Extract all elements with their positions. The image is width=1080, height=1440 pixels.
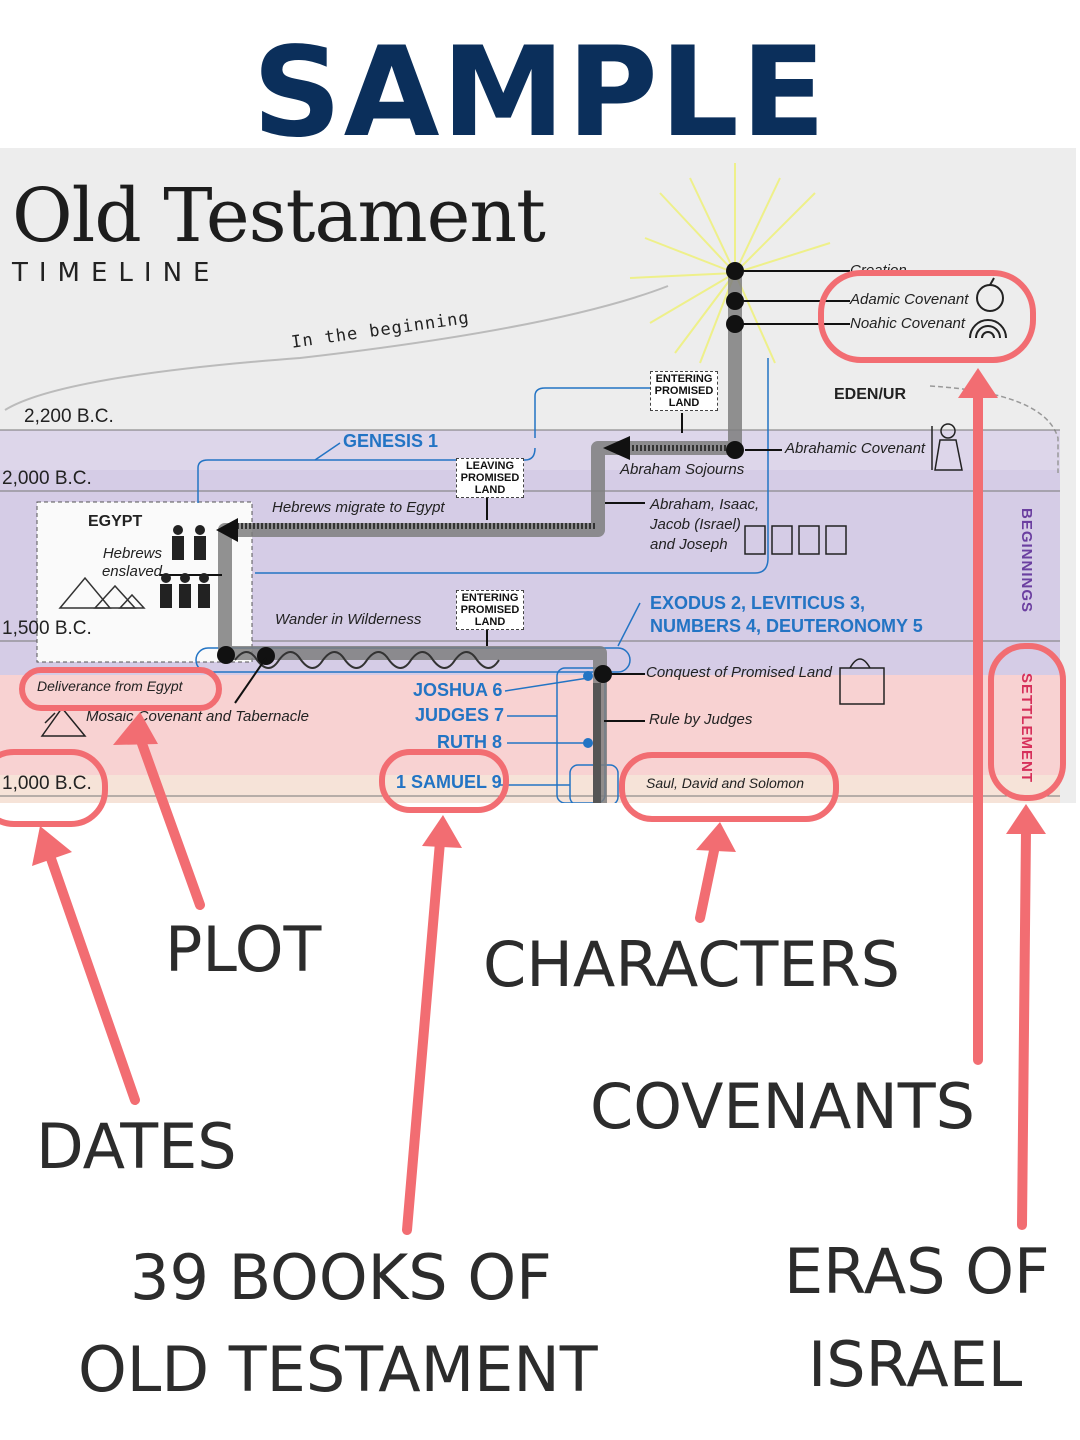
oval-kings	[619, 752, 839, 822]
label-adamic: Adamic Covenant	[850, 291, 969, 308]
kings-band	[0, 775, 1060, 803]
place-eden-ur: EDEN/UR	[834, 386, 907, 403]
rainbow-icon	[969, 319, 1007, 339]
arrow-dates	[43, 845, 140, 1105]
label-eras-line2: ISRAEL	[808, 1328, 1023, 1401]
era-beginnings: BEGINNINGS	[1018, 508, 1035, 614]
timeline-drawing	[0, 163, 1060, 803]
place-egypt: EGYPT	[88, 513, 143, 530]
label-characters: CHARACTERS	[483, 928, 900, 1001]
sample-heading: SAMPLE	[252, 21, 828, 165]
timeline-image: Old Testament TIMELINE In the beginning …	[0, 148, 1076, 803]
abraham-figure-icon	[931, 423, 963, 471]
oval-covenants	[818, 270, 1036, 363]
timeline-subtitle: TIMELINE	[12, 258, 221, 288]
label-covenants: COVENANTS	[590, 1070, 975, 1143]
arrowhead-characters	[696, 822, 736, 852]
label-wander: Wander in Wilderness	[275, 611, 422, 628]
label-kings: Saul, David and Solomon	[646, 775, 804, 791]
city-fire-icon	[839, 658, 885, 705]
date-2200: 2,200 B.C.	[24, 406, 114, 427]
arrow-plot	[135, 733, 205, 910]
label-books-line2: OLD TESTAMENT	[78, 1333, 598, 1406]
oval-settlement	[988, 643, 1066, 801]
date-2000: 2,000 B.C.	[2, 468, 92, 489]
date-1000: 1,000 B.C.	[2, 773, 92, 794]
apple-icon	[976, 277, 1004, 312]
label-dates: DATES	[36, 1110, 237, 1183]
book-ruth: RUTH 8	[437, 732, 503, 752]
oval-samuel	[379, 749, 509, 813]
patriarchs-icon	[744, 525, 847, 555]
era-settlement: SETTLEMENT	[1018, 673, 1035, 783]
arrowhead-books	[422, 815, 462, 848]
label-conquest: Conquest of Promised Land	[646, 664, 832, 681]
label-hebrews-migrate: Hebrews migrate to Egypt	[272, 499, 445, 516]
oval-date	[0, 749, 108, 827]
label-abrahamic: Abrahamic Covenant	[785, 440, 926, 457]
date-1500: 1,500 B.C.	[2, 618, 92, 639]
label-noahic: Noahic Covenant	[850, 315, 966, 332]
label-plot: PLOT	[165, 913, 322, 986]
book-genesis: GENESIS 1	[343, 431, 439, 451]
label-abraham-sojourns: Abraham Sojourns	[620, 461, 745, 478]
enslaved-people-icon	[160, 525, 210, 608]
arrowhead-plot	[113, 712, 158, 745]
book-joshua: JOSHUA 6	[413, 680, 503, 700]
box-leaving-promised-land: LEAVING PROMISED LAND	[456, 458, 524, 498]
pyramids-icon	[58, 576, 146, 609]
label-hebrews-enslaved: Hebrews enslaved	[101, 545, 162, 580]
timeline-title: Old Testament	[12, 173, 546, 259]
box-entering-promised-land-2: ENTERING PROMISED LAND	[456, 590, 524, 630]
arrowhead-covenants	[958, 368, 998, 398]
label-books-line1: 39 BOOKS OF	[130, 1241, 552, 1314]
top-band	[0, 430, 1060, 470]
arrowhead-dates	[32, 826, 72, 866]
arrow-characters	[695, 841, 720, 923]
oval-deliverance	[19, 667, 222, 711]
label-rule-judges: Rule by Judges	[649, 711, 753, 728]
box-entering-promised-land-1: ENTERING PROMISED LAND	[650, 371, 718, 411]
label-deliverance: Deliverance from Egypt	[37, 678, 183, 694]
book-1-samuel: 1 SAMUEL 9	[396, 772, 502, 792]
arrow-books	[402, 837, 445, 1235]
label-patriarchs: Abraham, Isaac, Jacob (Israel) and Josep…	[650, 496, 760, 553]
label-eras-line1: ERAS OF	[784, 1235, 1050, 1308]
book-exodus-line2: NUMBERS 4, DEUTERONOMY 5	[650, 616, 923, 636]
arrowhead-eras	[1006, 804, 1046, 834]
book-exodus-line1: EXODUS 2, LEVITICUS 3,	[650, 593, 866, 613]
book-judges: JUDGES 7	[415, 705, 505, 725]
tabernacle-icon	[40, 706, 87, 737]
arrow-eras	[1017, 825, 1031, 1230]
